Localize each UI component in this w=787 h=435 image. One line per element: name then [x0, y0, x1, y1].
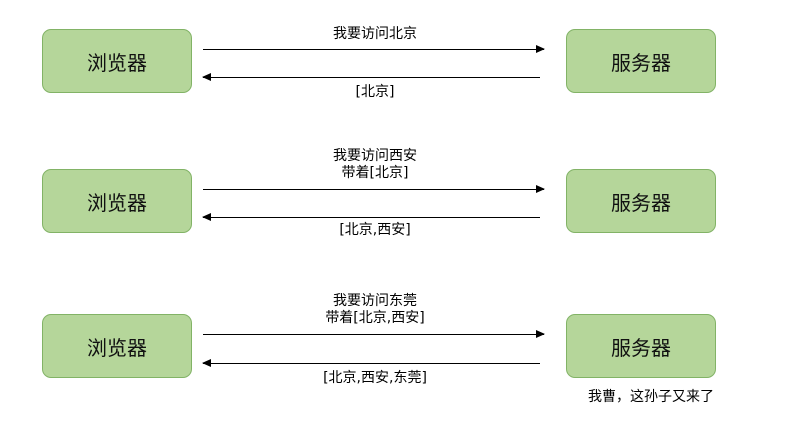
server-node-1: 服务器 [566, 29, 716, 93]
request-line: 我要访问东莞 [333, 293, 417, 309]
browser-label-2: 浏览器 [87, 190, 147, 215]
server-label-1: 服务器 [611, 50, 671, 75]
browser-label-3: 浏览器 [87, 335, 147, 360]
browser-node-2: 浏览器 [42, 169, 192, 233]
response-arrow-1 [202, 73, 540, 81]
response-arrow-3 [202, 359, 540, 367]
server-label-2: 服务器 [611, 190, 671, 215]
browser-node-1: 浏览器 [42, 29, 192, 93]
server-node-3: 服务器 [566, 314, 716, 378]
request-label-3: 我要访问东莞 带着[北京,西安] [270, 293, 480, 327]
server-node-2: 服务器 [566, 169, 716, 233]
request-label-2: 我要访问西安 带着[北京] [280, 148, 470, 182]
request-arrow-2 [203, 185, 545, 193]
response-arrow-2 [202, 213, 540, 221]
request-arrow-1 [203, 45, 545, 53]
server-remark: 我曹，这孙子又来了 [588, 389, 714, 405]
response-label-2: [北京,西安] [339, 222, 411, 238]
server-label-3: 服务器 [611, 335, 671, 360]
request-line: 带着[北京,西安] [325, 310, 425, 326]
browser-label-1: 浏览器 [87, 50, 147, 75]
request-label-1: 我要访问北京 [280, 26, 470, 43]
response-label-1: [北京] [355, 84, 395, 100]
response-label-3: [北京,西安,东莞] [323, 370, 427, 386]
request-arrow-3 [203, 330, 545, 338]
browser-node-3: 浏览器 [42, 314, 192, 378]
request-line: 我要访问西安 [333, 148, 417, 164]
request-line: 我要访问北京 [333, 26, 417, 42]
request-line: 带着[北京] [341, 165, 409, 181]
